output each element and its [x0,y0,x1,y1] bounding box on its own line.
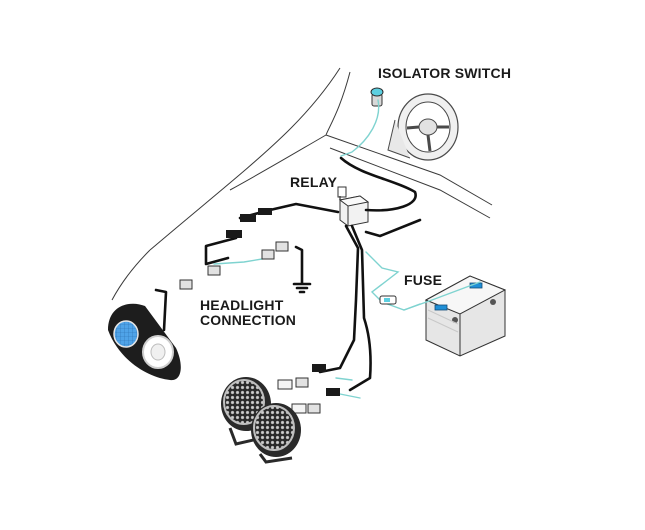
relay-label: RELAY [290,174,338,190]
power-wires [154,156,422,392]
headlight-cluster-icon [108,303,181,381]
isolator-switch-label: ISOLATOR SWITCH [378,65,512,81]
relay-icon [337,186,370,227]
signal-wires [213,99,481,399]
headlight-connection-line1: HEADLIGHT [200,297,284,313]
headlight-connection-label: HEADLIGHT CONNECTION [200,297,297,329]
headlight-connection-line2: CONNECTION [200,312,297,329]
driving-light-icon [221,377,271,446]
fuse-label: FUSE [404,272,443,288]
steering-wheel-icon [387,93,459,161]
isolator-switch-icon [370,87,384,107]
fuse-holder-icon [379,295,397,305]
car-body-outline [111,67,493,301]
connector-plug-icon [179,208,340,414]
battery-icon [424,275,507,357]
driving-light-icon [251,403,301,464]
